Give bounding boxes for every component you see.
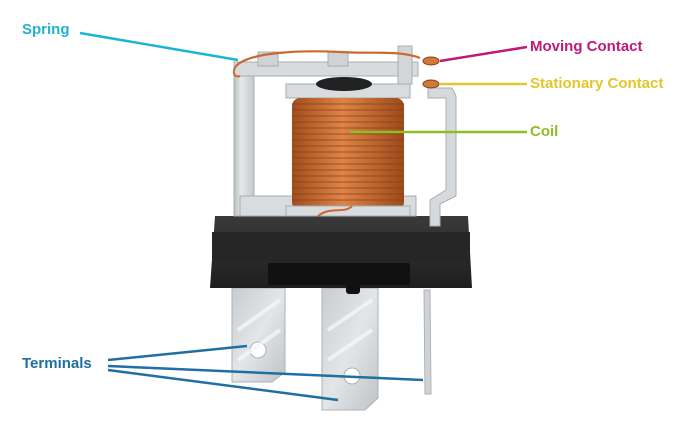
label-coil: Coil bbox=[530, 123, 559, 140]
moving-contact-leader bbox=[439, 45, 528, 63]
relay-base bbox=[210, 216, 472, 294]
terminals-leaders bbox=[107, 344, 424, 402]
terminal-right bbox=[423, 289, 432, 395]
coil-windings bbox=[292, 103, 404, 201]
coil bbox=[285, 77, 411, 217]
terminal-middle bbox=[321, 287, 379, 411]
terminals-group bbox=[231, 287, 432, 411]
spring-leader bbox=[79, 31, 239, 62]
spring-wire bbox=[235, 50, 421, 67]
moving-contact bbox=[422, 56, 440, 66]
label-spring: Spring bbox=[22, 21, 70, 38]
stationary-contact-arm bbox=[427, 87, 457, 227]
stationary-contact bbox=[422, 79, 440, 89]
spring-coil-end bbox=[232, 65, 241, 78]
label-moving-contact: Moving Contact bbox=[530, 38, 643, 55]
label-stationary-contact: Stationary Contact bbox=[530, 75, 664, 92]
label-terminals: Terminals bbox=[22, 355, 92, 372]
terminal-stripe bbox=[236, 298, 374, 362]
